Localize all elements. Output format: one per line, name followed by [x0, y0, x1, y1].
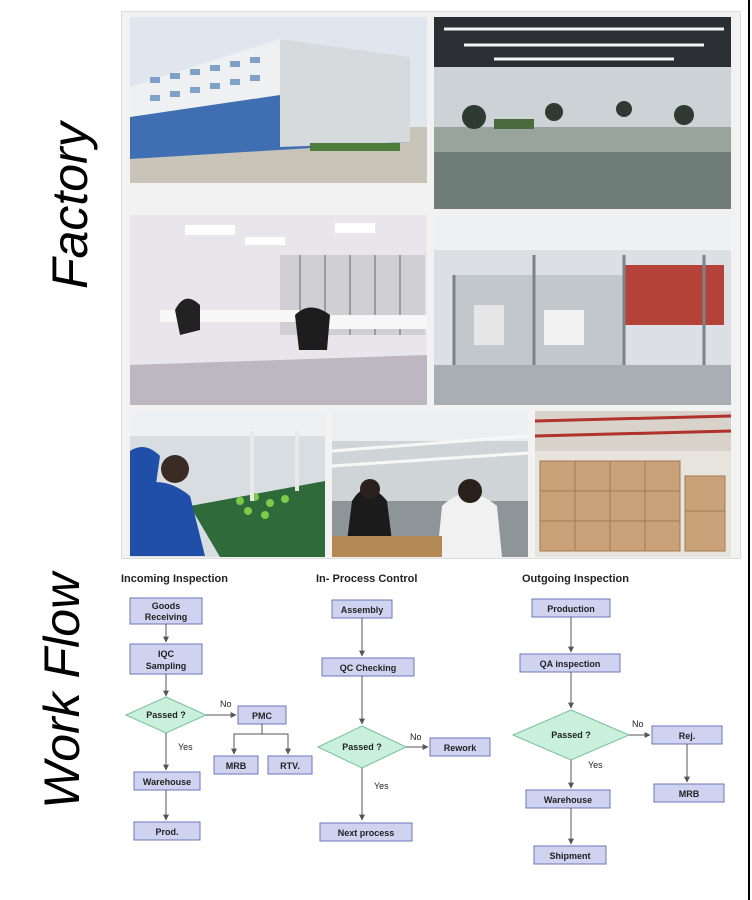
- col1-goods-line1: Goods: [152, 601, 181, 611]
- col1-goods-line2: Receiving: [145, 612, 188, 622]
- col2-qc-label: QC Checking: [340, 663, 397, 673]
- col3-mrb-box: MRB: [653, 783, 725, 803]
- col2-qc-box: QC Checking: [321, 657, 415, 677]
- col1-rtv-label: RTV.: [280, 761, 300, 771]
- col2-no-label: No: [410, 732, 422, 742]
- col1-mrb-label: MRB: [226, 761, 247, 771]
- col2-assembly-box: Assembly: [331, 599, 393, 619]
- col1-mrb-box: MRB: [213, 755, 259, 775]
- photo-carton-warehouse: [535, 411, 731, 557]
- col1-warehouse-box: Warehouse: [133, 771, 201, 791]
- col1-rtv-box: RTV.: [267, 755, 313, 775]
- photo-automation-line: [434, 215, 731, 405]
- col3-no-label: No: [632, 719, 644, 729]
- col3-decision-label: Passed ?: [551, 730, 591, 740]
- col3-heading: Outgoing Inspection: [522, 573, 629, 585]
- col3-mrb-label: MRB: [679, 789, 700, 799]
- col1-pmc-box: PMC: [237, 705, 287, 725]
- col1-iqc-line1: IQC: [158, 649, 175, 659]
- col3-shipment-label: Shipment: [549, 851, 590, 861]
- col1-warehouse-label: Warehouse: [143, 777, 191, 787]
- col1-iqc-box: IQC Sampling: [129, 643, 203, 675]
- workflow-svg: Incoming Inspection Goods Receiving IQC …: [121, 573, 725, 865]
- col3-warehouse-label: Warehouse: [544, 795, 592, 805]
- col3-warehouse-box: Warehouse: [525, 789, 611, 809]
- col1-decision-label: Passed ?: [146, 710, 186, 720]
- factory-section-title: Factory: [42, 122, 98, 289]
- col3-rej-label: Rej.: [679, 731, 696, 741]
- col3-production-box: Production: [531, 598, 611, 618]
- col2-next-label: Next process: [338, 828, 395, 838]
- col1-iqc-line2: Sampling: [146, 661, 187, 671]
- col2-rework-label: Rework: [444, 743, 478, 753]
- photo-factory-building: [130, 17, 427, 183]
- workflow-section-title: Work Flow: [34, 572, 90, 809]
- col1-pmc-label: PMC: [252, 711, 273, 721]
- col3-decision-diamond: Passed ?: [511, 709, 631, 761]
- col1-heading: Incoming Inspection: [121, 573, 228, 585]
- photo-open-office: [434, 17, 731, 209]
- col1-yes-label: Yes: [178, 742, 193, 752]
- photo-production-line: [332, 411, 528, 557]
- col2-next-box: Next process: [319, 822, 413, 842]
- col3-yes-label: Yes: [588, 760, 603, 770]
- col1-prod-label: Prod.: [155, 827, 178, 837]
- col2-assembly-label: Assembly: [341, 605, 384, 615]
- photo-office-room: [130, 215, 427, 405]
- col2-yes-label: Yes: [374, 781, 389, 791]
- col3-rej-box: Rej.: [651, 725, 723, 745]
- col2-heading: In- Process Control: [316, 573, 417, 585]
- right-edge-border: [748, 0, 750, 900]
- col3-shipment-box: Shipment: [533, 845, 607, 865]
- col2-decision-label: Passed ?: [342, 742, 382, 752]
- col3-qa-box: QA inspection: [519, 653, 621, 673]
- col2-decision-diamond: Passed ?: [316, 725, 408, 769]
- col1-no-label: No: [220, 699, 232, 709]
- photo-assembly-workers: [130, 411, 325, 557]
- workflow-diagram: Incoming Inspection Goods Receiving IQC …: [112, 560, 740, 880]
- col1-prod-box: Prod.: [133, 821, 201, 841]
- col3-production-label: Production: [547, 604, 595, 614]
- factory-photo-collage: [121, 11, 741, 559]
- col2-rework-box: Rework: [429, 737, 491, 757]
- col3-qa-label: QA inspection: [540, 659, 601, 669]
- col1-decision-diamond: Passed ?: [124, 696, 208, 734]
- col1-goods-box: Goods Receiving: [129, 597, 203, 625]
